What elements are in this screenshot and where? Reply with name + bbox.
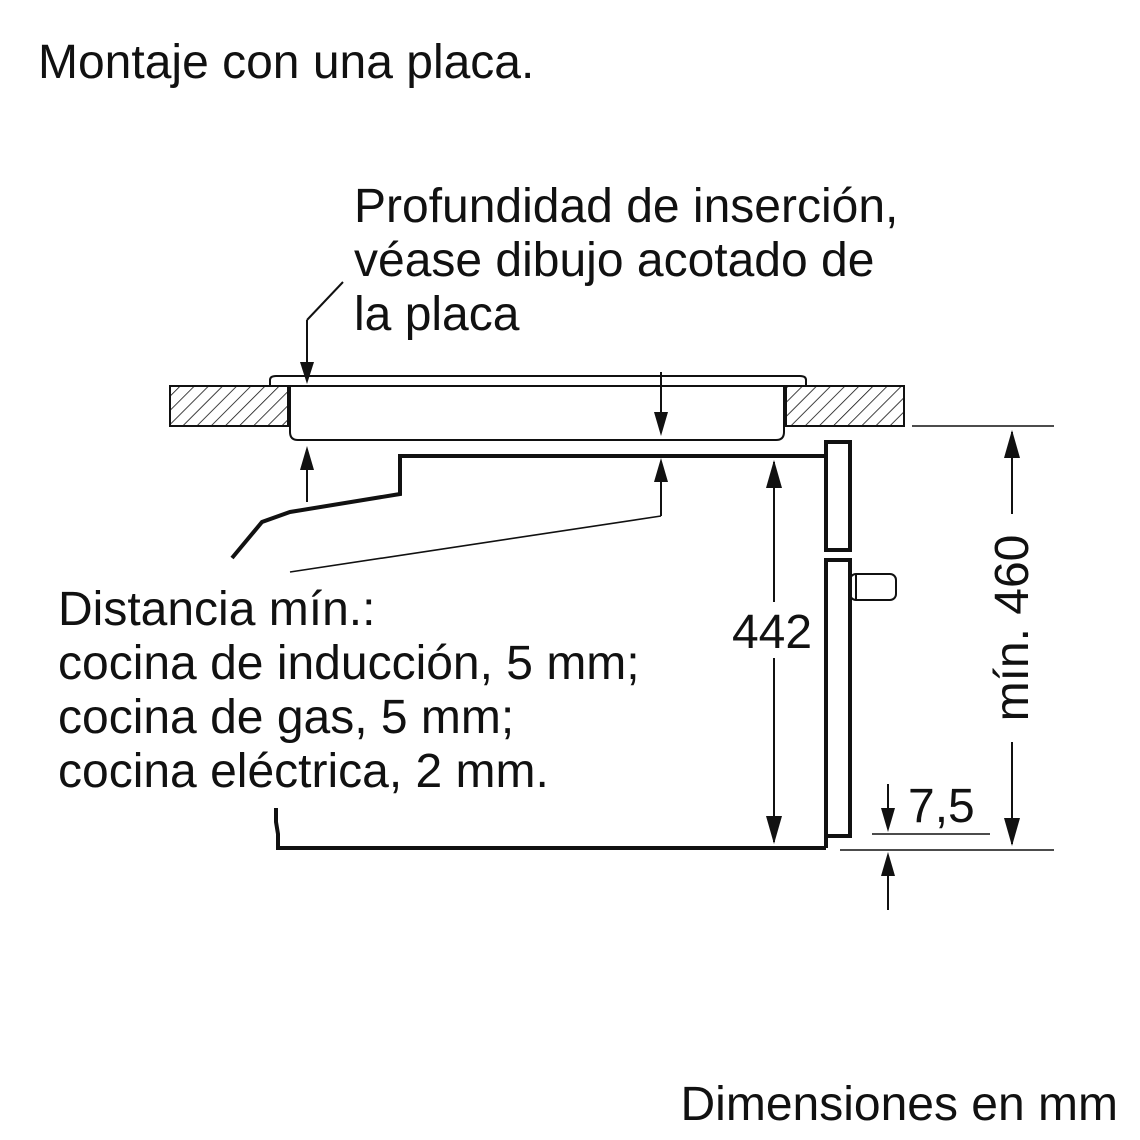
page-title: Montaje con una placa. <box>38 36 534 89</box>
insertion-depth-line-2: véase dibujo acotado de <box>354 234 874 287</box>
bottom-offset-dimension <box>872 784 990 910</box>
min-distance-line-4: cocina eléctrica, 2 mm. <box>58 745 549 798</box>
insertion-depth-line-3: la placa <box>354 288 520 341</box>
hob <box>269 375 807 441</box>
insertion-depth-leader <box>300 281 344 384</box>
worktop-left <box>169 385 289 427</box>
oven-body <box>230 440 897 850</box>
niche-height-dimension <box>1004 430 1020 846</box>
min-distance-line-3: cocina de gas, 5 mm; <box>58 691 514 744</box>
units-note: Dimensiones en mm <box>681 1078 1118 1131</box>
min-distance-line-2: cocina de inducción, 5 mm; <box>58 637 640 690</box>
min-distance-line-1: Distancia mín.: <box>58 583 375 636</box>
oven-height-value: 442 <box>732 606 812 659</box>
worktop-right <box>785 385 905 427</box>
bottom-offset-value: 7,5 <box>908 780 975 833</box>
gap-dimension-arrows <box>300 372 668 516</box>
oven-height-dimension <box>726 460 822 844</box>
niche-height-value: mín. 460 <box>986 535 1039 722</box>
min-distance-leader <box>289 515 662 573</box>
insertion-depth-line-1: Profundidad de inserción, <box>354 180 898 233</box>
